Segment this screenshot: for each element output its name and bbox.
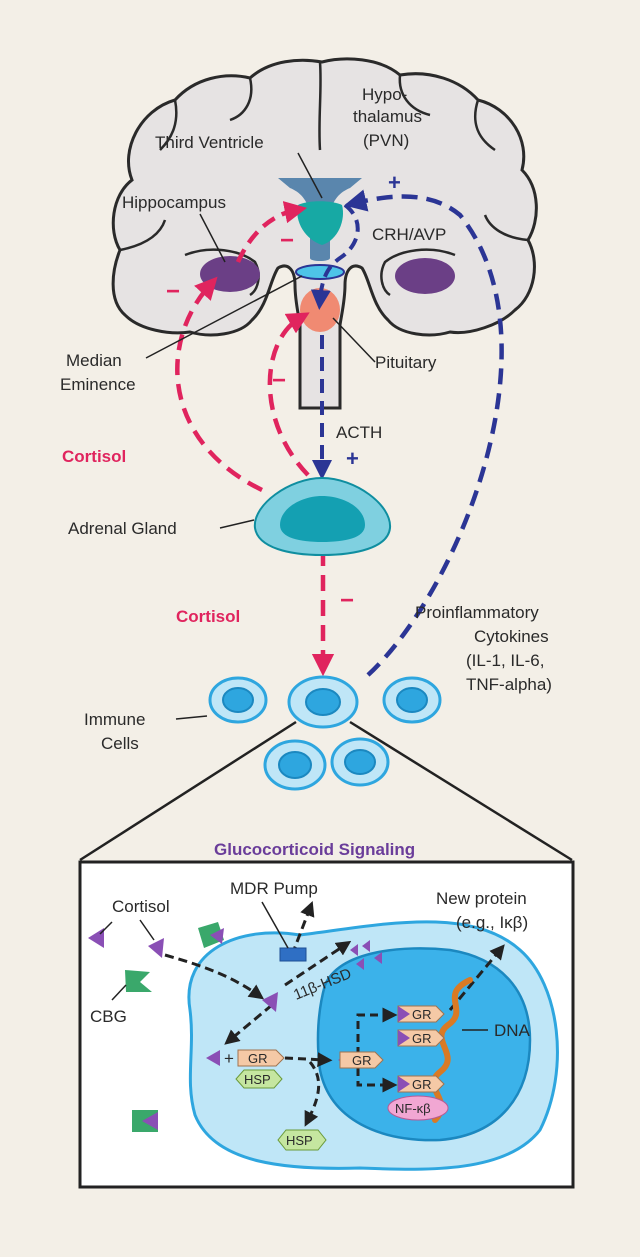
sign-minus-hypothalamus: −: [280, 227, 294, 254]
arrow-gr-nfkb: [356, 1068, 398, 1093]
cortisol-triangle-icon: [374, 952, 382, 964]
immune-cell: [208, 676, 268, 724]
sign-minus-hippocampus: −: [166, 278, 180, 305]
cbg-icon: [132, 1110, 158, 1132]
label-cytokines-4: TNF-alpha): [466, 675, 552, 694]
hippocampus-left: [200, 256, 260, 292]
label-immune-cells-2: Cells: [101, 734, 139, 753]
leader-pituitary: [332, 317, 376, 363]
gr-nuclear: GR: [339, 1051, 384, 1069]
label-hypothalamus-3: (PVN): [363, 131, 409, 150]
label-cortisol-lower: Cortisol: [176, 607, 240, 626]
arrow-cytokines: [344, 189, 504, 677]
arrow-gr-dimer: [356, 1007, 398, 1055]
cortisol-triangle-icon: [362, 940, 370, 952]
label-cytokines-2: Cytokines: [474, 627, 549, 646]
sign-plus-hypothalamus: +: [388, 170, 401, 195]
cortisol-triangle-icon: [206, 1050, 220, 1066]
label-immune-cells-1: Immune: [84, 710, 145, 729]
hypothalamus-pvn: [297, 201, 344, 245]
leader-third-ventricle: [297, 152, 323, 199]
immune-cell: [330, 737, 390, 787]
label-adrenal-gland: Adrenal Gland: [68, 519, 177, 538]
gr-nfkb-complex: GR NF-κβ: [387, 1075, 449, 1121]
immune-cells: [208, 675, 442, 791]
zoom-line-left: [79, 720, 297, 862]
sign-plus-inset: +: [224, 1049, 234, 1068]
label-hsp-free: HSP: [286, 1133, 313, 1148]
cbg-icon: [198, 922, 224, 948]
label-hypothalamus-2: thalamus: [353, 107, 422, 126]
arrow-mdr-efflux: [290, 900, 315, 956]
label-gr-cyto: GR: [248, 1051, 268, 1066]
cortisol-triangle-icon: [148, 938, 164, 958]
leader-cortisol-1: [99, 921, 113, 935]
sign-minus-immune: −: [340, 587, 354, 614]
label-median-eminence-2: Eminence: [60, 375, 136, 394]
label-pituitary: Pituitary: [375, 353, 437, 372]
gr-dimer: GR GR: [397, 1005, 445, 1047]
hsp-released: HSP: [277, 1129, 327, 1151]
cortisol-triangle-icon: [356, 958, 364, 970]
cortisol-triangle-icon: [262, 992, 278, 1012]
cbg-icon: [125, 970, 152, 992]
label-gr-dimer-2: GR: [412, 1031, 432, 1046]
label-cytokines-1: Proinflammatory: [415, 603, 539, 622]
leader-hippocampus: [199, 213, 226, 263]
leader-adrenal-gland: [219, 519, 255, 529]
leader-immune-cells: [175, 715, 208, 720]
label-new-protein-2: (e.g., Iκβ): [456, 913, 528, 932]
label-hsp-cyto: HSP: [244, 1072, 271, 1087]
leader-mdr-pump: [261, 901, 289, 949]
label-gc-signaling-title: Glucocorticoid Signaling: [214, 840, 415, 859]
label-nfkb: NF-κβ: [395, 1101, 431, 1116]
zoom-line-right: [349, 720, 573, 862]
arrow-hsd-out: [284, 940, 352, 987]
cortisol-triangle-icon: [350, 944, 358, 956]
label-gr-dimer-1: GR: [412, 1007, 432, 1022]
leader-median-eminence: [145, 275, 303, 359]
arrow-hsp-release: [304, 1061, 321, 1127]
median-eminence: [295, 264, 345, 280]
immune-cell: [287, 675, 359, 729]
sign-minus-pituitary: −: [272, 367, 286, 394]
arrow-gr-to-nucleus: [284, 1052, 333, 1068]
immune-cell: [382, 676, 442, 724]
arrow-crh-avp: [310, 203, 360, 310]
sign-plus-acth: +: [346, 446, 359, 471]
label-cytokines-3: (IL-1, IL-6,: [466, 651, 544, 670]
leader-cortisol-2: [139, 919, 155, 941]
arrow-hippocampus-to-hypothalamus: [235, 201, 308, 263]
label-cortisol-inset: Cortisol: [112, 897, 170, 916]
label-mdr-pump: MDR Pump: [230, 879, 318, 898]
arrow-cortisol-to-pituitary: [267, 312, 310, 477]
label-gr-nuc: GR: [352, 1053, 372, 1068]
arrow-to-cortisol-gr: [224, 1003, 273, 1045]
gr-hsp-complex: GR HSP: [235, 1049, 285, 1089]
label-gr-nfkb: GR: [412, 1077, 432, 1092]
label-cbg: CBG: [90, 1007, 127, 1026]
hippocampus-right: [395, 258, 455, 294]
label-hippocampus: Hippocampus: [122, 193, 226, 212]
dna-helix-icon: [430, 977, 473, 1123]
leader-cbg: [111, 984, 127, 1001]
arrow-cortisol-to-hippocampus: [175, 276, 263, 493]
immune-cell: [263, 739, 327, 791]
adrenal-medulla: [280, 496, 365, 542]
label-acth: ACTH: [336, 423, 382, 442]
label-crh-avp: CRH/AVP: [372, 225, 446, 244]
label-hypothalamus-1: Hypo-: [362, 85, 407, 104]
label-third-ventricle: Third Ventricle: [155, 133, 264, 152]
label-median-eminence-1: Median: [66, 351, 122, 370]
label-dna: DNA: [494, 1021, 531, 1040]
mdr-pump-icon: [279, 947, 307, 962]
arrow-cortisol-enter: [164, 953, 265, 1000]
label-cortisol-upper: Cortisol: [62, 447, 126, 466]
label-new-protein-1: New protein: [436, 889, 527, 908]
